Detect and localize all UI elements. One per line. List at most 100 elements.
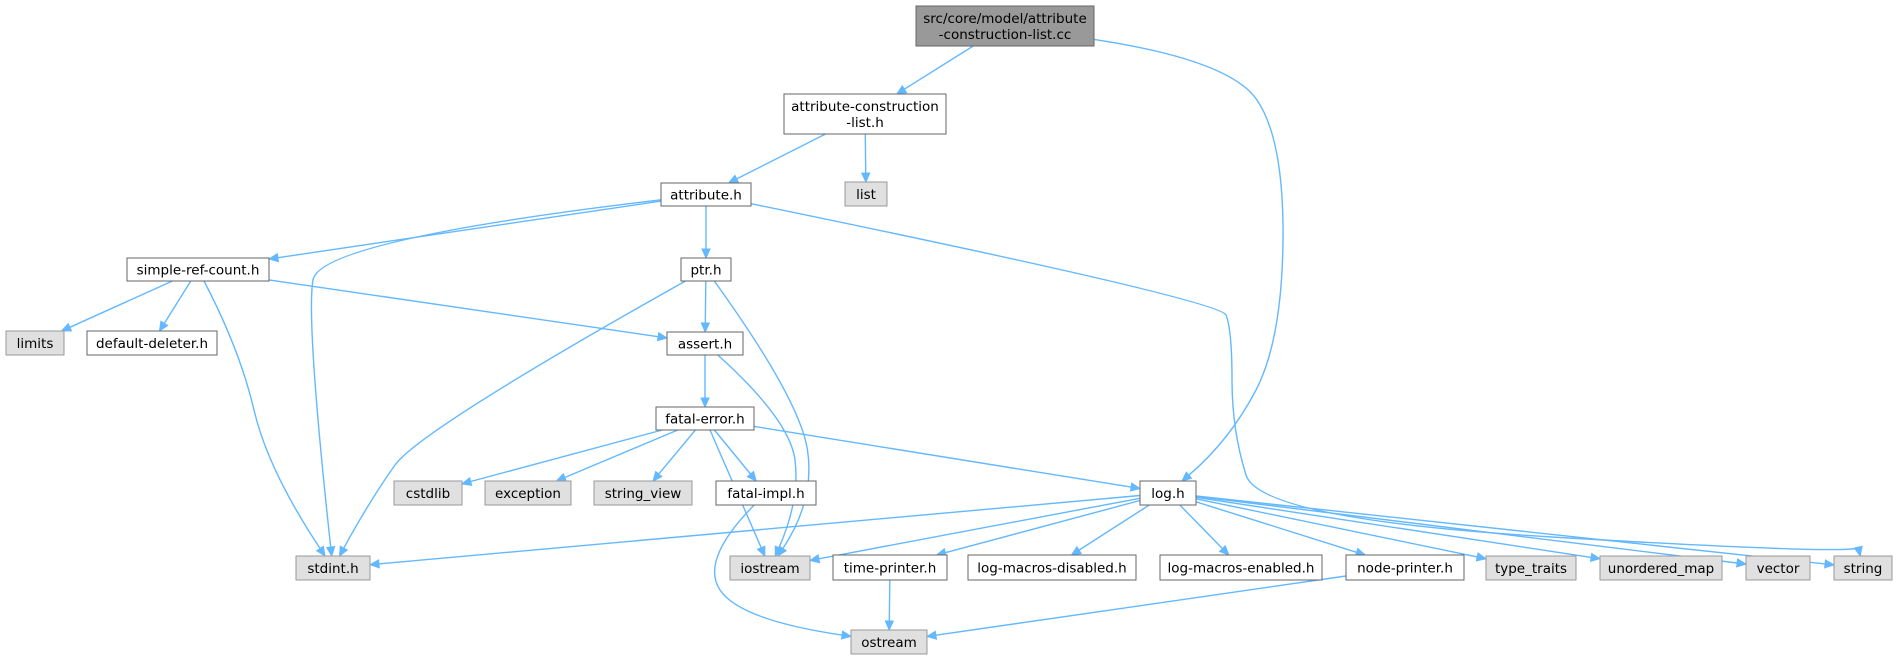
edge-line — [69, 280, 173, 328]
node-label: fatal-impl.h — [727, 486, 804, 502]
edge-arrowhead — [700, 397, 710, 409]
edge-arrowhead — [1475, 552, 1488, 562]
edge-arrowhead — [701, 248, 711, 260]
node-box — [593, 480, 693, 506]
edge-line — [1195, 496, 1592, 559]
node-box — [715, 480, 817, 506]
edge-arrowhead — [1070, 545, 1083, 556]
node-label: time-printer.h — [844, 561, 937, 577]
edge-log-to-time-printer — [935, 499, 1141, 558]
node-box — [484, 480, 572, 506]
edge-line — [717, 354, 797, 549]
node-box — [832, 554, 948, 581]
node-label: ptr.h — [690, 263, 721, 279]
node-label: node-printer.h — [1357, 561, 1453, 577]
node-simple-ref-count[interactable]: simple-ref-count.h — [126, 257, 270, 282]
edge-log-to-type_traits — [1195, 498, 1488, 562]
node-acl[interactable]: attribute-construction-list.h — [783, 93, 947, 135]
node-label: ostream — [861, 635, 917, 651]
edge-line — [1093, 38, 1284, 476]
node-label: log.h — [1151, 486, 1184, 502]
edge-attribute-to-stdint — [310, 199, 662, 558]
node-label: src/core/model/attribute — [923, 11, 1087, 27]
edge-arrowhead — [325, 546, 336, 558]
edge-arrowhead — [840, 630, 853, 640]
edge-arrowhead — [315, 545, 326, 558]
edge-ptr-to-stdint — [338, 280, 686, 558]
edge-arrowhead — [1824, 559, 1836, 569]
edge-arrowhead — [652, 470, 663, 482]
node-label: assert.h — [678, 337, 732, 353]
edge-arrowhead — [774, 545, 784, 558]
node-fatal-impl[interactable]: fatal-impl.h — [715, 480, 817, 506]
edge-acl-to-list — [860, 133, 871, 184]
node-log-macros-disabled[interactable]: log-macros-disabled.h — [967, 554, 1137, 581]
node-box — [680, 257, 732, 282]
edge-line — [713, 429, 752, 475]
node-box — [666, 331, 744, 356]
edge-line — [750, 203, 1859, 551]
edge-arrowhead — [368, 559, 380, 569]
node-box — [915, 5, 1095, 47]
edge-arrowhead — [1853, 545, 1863, 558]
edge-arrowhead — [1589, 552, 1602, 562]
edge-log-to-stdint — [368, 494, 1141, 569]
node-label: iostream — [740, 561, 799, 577]
node-time-printer[interactable]: time-printer.h — [832, 554, 948, 581]
edge-ptr-to-assert — [700, 280, 711, 334]
node-box — [1139, 480, 1197, 506]
edge-line — [945, 499, 1141, 554]
edge-root-to-log — [1093, 38, 1284, 482]
edge-line — [1195, 498, 1478, 558]
edge-line — [343, 280, 686, 549]
node-log-macros-enabled[interactable]: log-macros-enabled.h — [1159, 554, 1323, 581]
node-box — [1833, 555, 1893, 581]
node-box — [1745, 555, 1811, 581]
edge-simple-ref-count-to-default-deleter — [158, 280, 192, 333]
edge-line — [704, 280, 707, 324]
edge-arrowhead — [700, 322, 711, 334]
node-box — [783, 93, 947, 135]
node-fatal-error[interactable]: fatal-error.h — [655, 406, 755, 431]
node-label: string — [1844, 561, 1883, 577]
edge-fatal-impl-to-ostream — [713, 504, 853, 640]
edge-line — [935, 575, 1347, 636]
edge-log-to-string — [1195, 495, 1836, 569]
edge-arrowhead — [756, 545, 766, 558]
edge-log-to-vector — [1195, 495, 1748, 568]
node-label: attribute-construction — [791, 99, 939, 115]
node-string_view: string_view — [593, 480, 693, 506]
edge-arrowhead — [860, 172, 871, 184]
node-ptr[interactable]: ptr.h — [680, 257, 732, 282]
edge-fatal-error-to-string_view — [652, 429, 696, 482]
node-label: vector — [1757, 561, 1800, 577]
edge-arrowhead — [656, 331, 669, 342]
edge-node-printer-to-ostream — [925, 575, 1347, 640]
node-default-deleter[interactable]: default-deleter.h — [86, 330, 218, 356]
nodes-layer: src/core/model/attribute-construction-li… — [5, 5, 1893, 655]
node-box — [1159, 554, 1323, 581]
node-box — [1599, 555, 1723, 581]
edge-line — [888, 579, 891, 622]
edge-arrowhead — [60, 322, 73, 332]
node-box — [1485, 555, 1577, 581]
edge-line — [753, 425, 1132, 488]
edge-arrowhead — [884, 620, 895, 632]
node-box — [967, 554, 1137, 581]
node-node-printer[interactable]: node-printer.h — [1345, 554, 1465, 581]
node-box — [5, 330, 65, 356]
node-log[interactable]: log.h — [1139, 480, 1197, 506]
node-label: limits — [17, 336, 54, 352]
node-attribute[interactable]: attribute.h — [660, 182, 752, 207]
node-box — [126, 257, 270, 282]
edge-line — [713, 280, 810, 549]
node-box — [393, 480, 463, 506]
edge-line — [904, 45, 974, 90]
node-box — [655, 406, 755, 431]
edge-fatal-error-to-log — [753, 425, 1142, 492]
node-label: -construction-list.cc — [939, 27, 1072, 43]
edge-line — [310, 199, 662, 548]
node-root[interactable]: src/core/model/attribute-construction-li… — [915, 5, 1095, 47]
node-assert[interactable]: assert.h — [666, 331, 744, 356]
